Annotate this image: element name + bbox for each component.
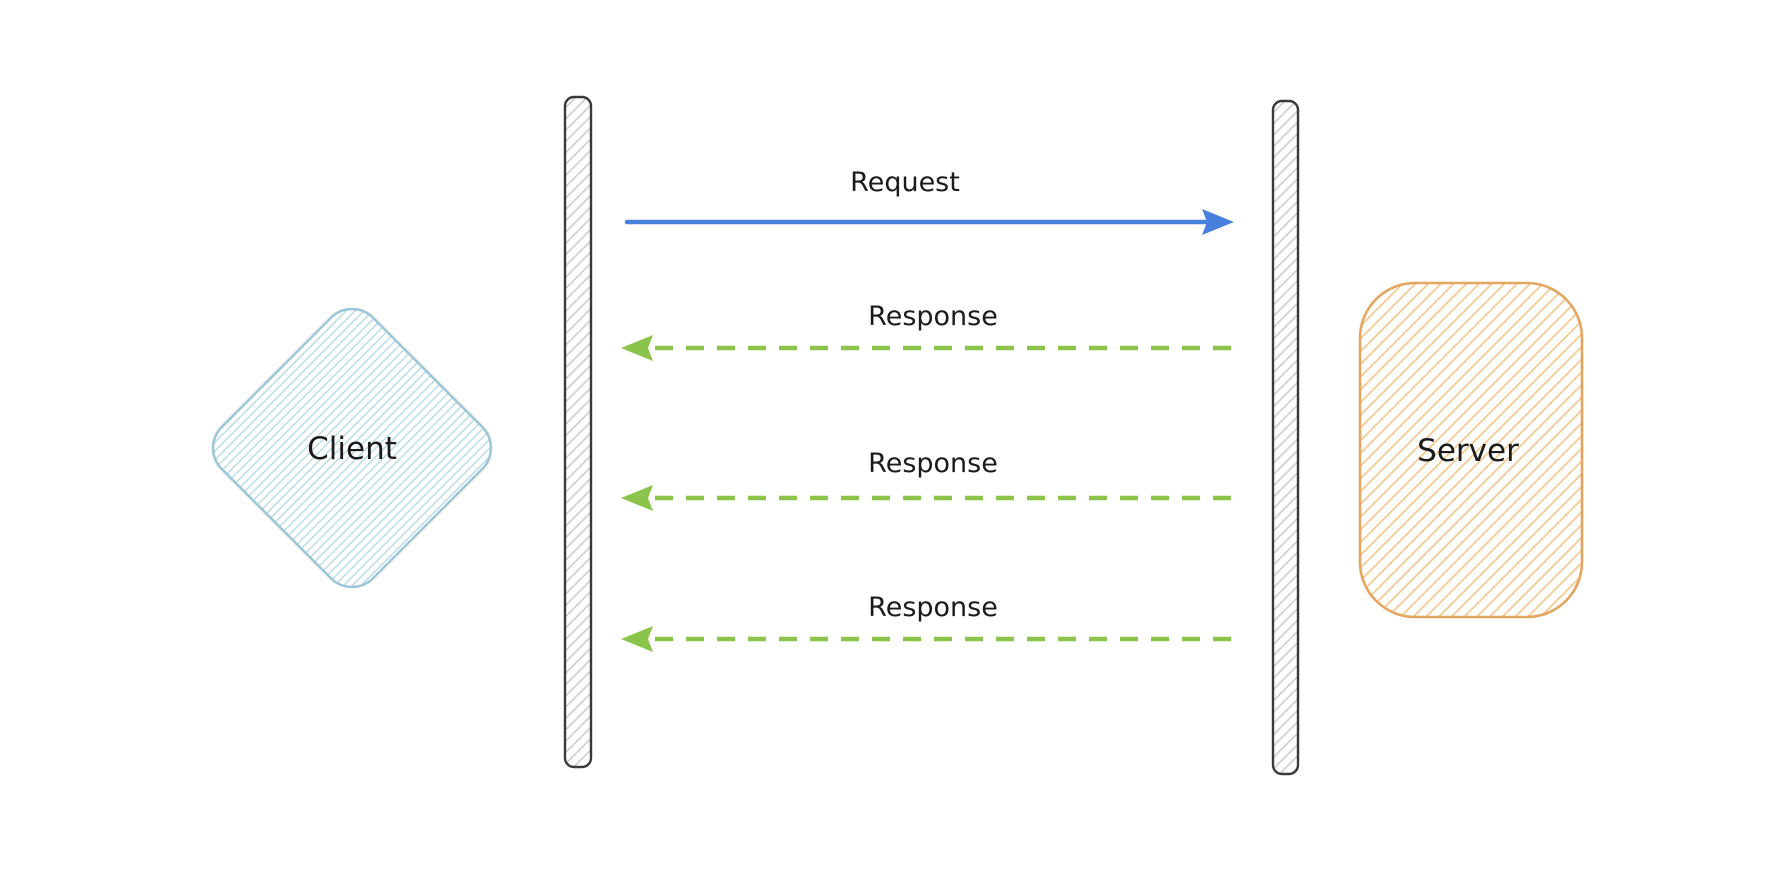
client-lifeline-bar bbox=[563, 95, 593, 769]
server-node: Server bbox=[1358, 281, 1584, 619]
request-arrowhead-right-icon bbox=[1202, 209, 1234, 235]
client-diamond-shape bbox=[211, 307, 493, 589]
message-response-2: Response bbox=[621, 448, 1237, 511]
message-response-1: Response bbox=[621, 301, 1237, 361]
response-3-arrowhead-left-icon bbox=[621, 626, 653, 652]
client-node-label: Client bbox=[307, 431, 397, 467]
server-rect-shape bbox=[1358, 281, 1584, 619]
server-lifeline-bar bbox=[1271, 99, 1300, 776]
message-request: Request bbox=[624, 167, 1234, 235]
client-node: Client bbox=[211, 307, 493, 589]
response-1-label: Response bbox=[868, 301, 998, 332]
server-node-label: Server bbox=[1417, 433, 1519, 469]
response-3-label: Response bbox=[868, 592, 998, 623]
message-response-3: Response bbox=[621, 592, 1237, 652]
response-2-arrowhead-left-icon bbox=[621, 485, 653, 511]
response-2-label: Response bbox=[868, 448, 998, 479]
response-1-arrowhead-left-icon bbox=[621, 335, 653, 361]
request-label: Request bbox=[850, 167, 960, 198]
